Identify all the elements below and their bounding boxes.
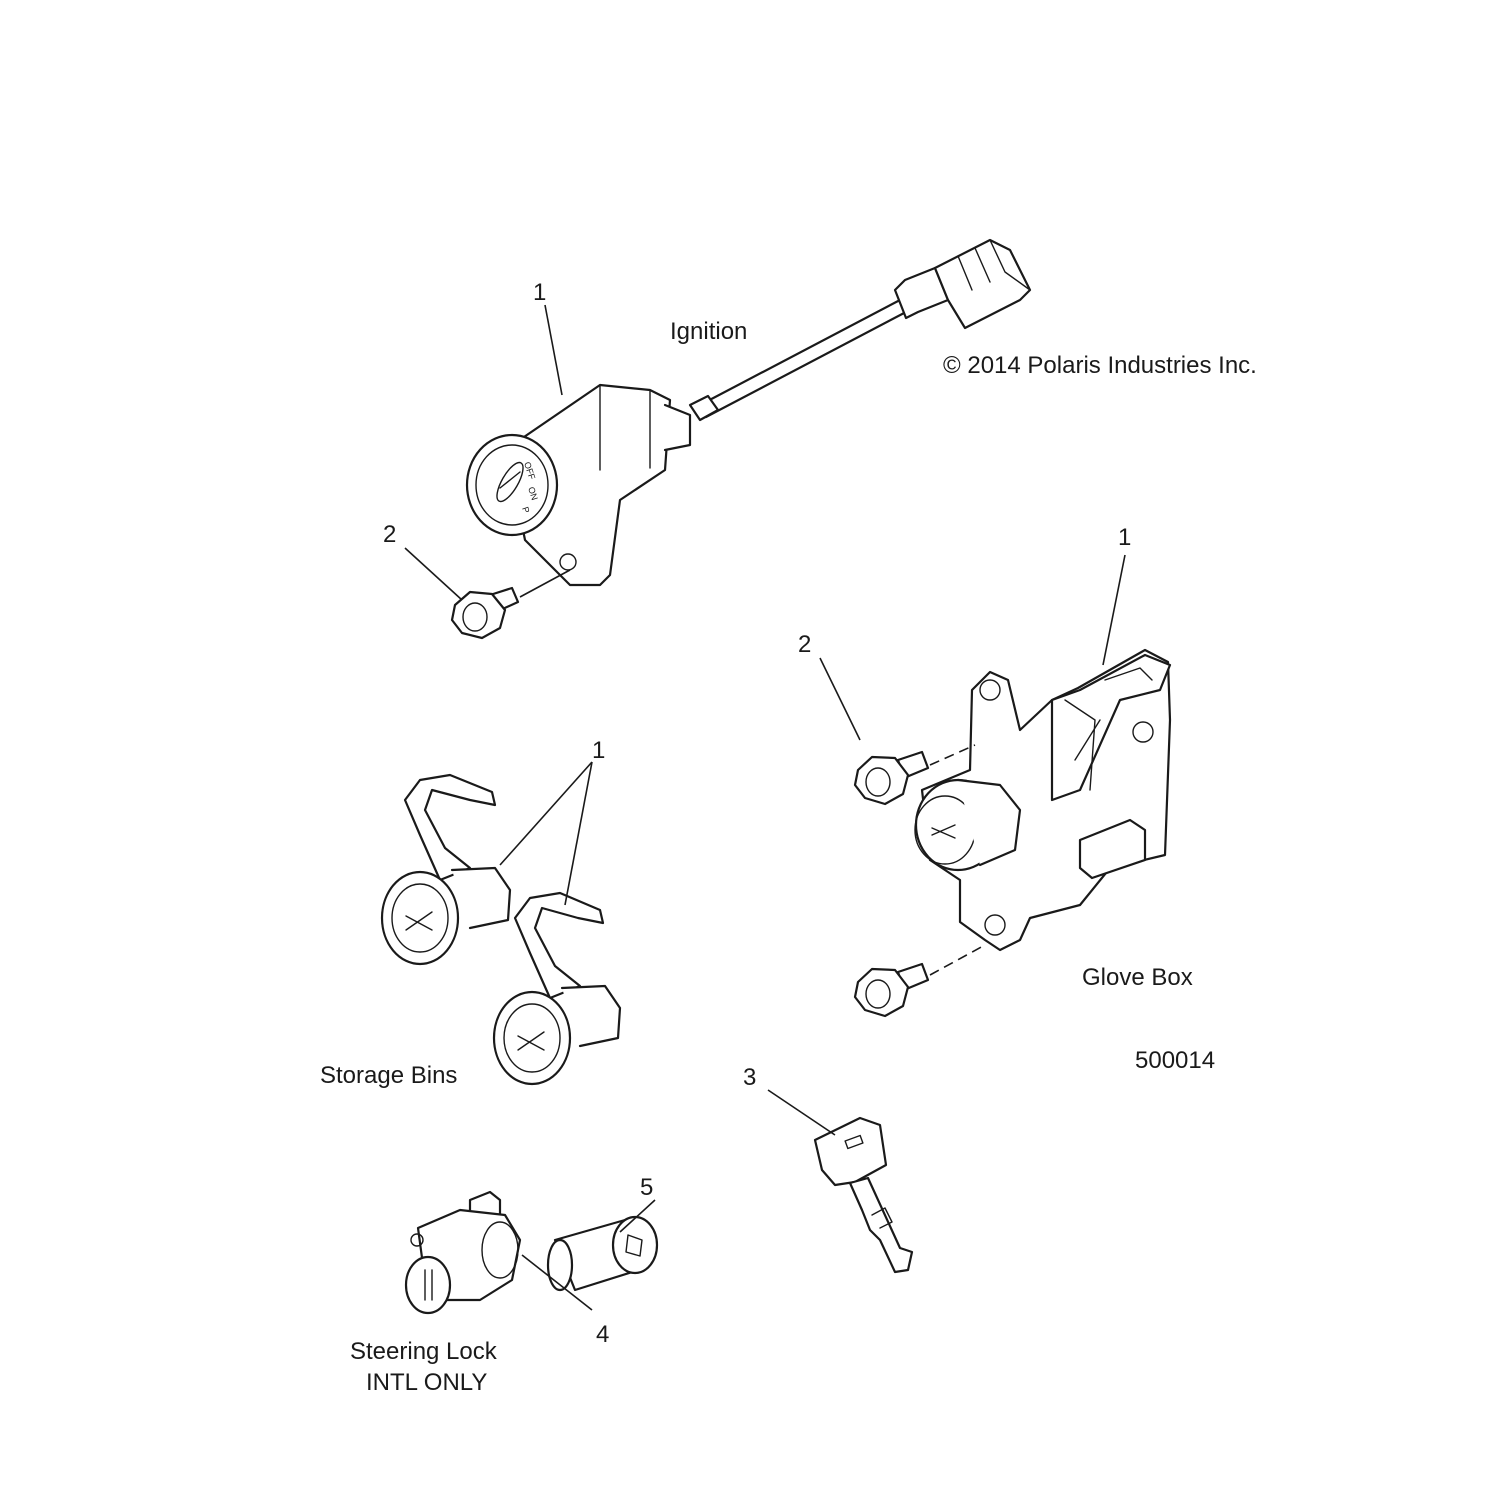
switch-mark-p: P [520,506,531,515]
ignition-switch: OFF ON P [465,383,692,587]
callout-steering-lock-5: 5 [640,1174,653,1201]
callout-glove-box-2: 2 [798,631,811,658]
storage-bin-latches [380,761,622,1086]
switch-mark-on: ON [526,486,540,502]
callout-key-3: 3 [743,1064,756,1091]
copyright-notice: © 2014 Polaris Industries Inc. [943,352,1257,379]
callout-steering-lock-4: 4 [596,1321,609,1348]
glove-box-latch-assembly [819,554,1172,1018]
caption-ignition: Ignition [670,318,747,345]
callout-storage-bins-1: 1 [592,737,605,764]
callout-glove-box-1: 1 [1118,524,1131,551]
ignition-bolt [450,586,520,640]
callout-ignition-2: 2 [383,521,396,548]
storage-bin-latch-upper [380,773,512,966]
ignition-connector [893,238,1032,330]
glove-box-bolt-upper [853,750,930,806]
caption-storage-bins: Storage Bins [320,1062,457,1089]
caption-glove-box: Glove Box [1082,964,1193,991]
glove-box-bolt-lower [853,962,930,1018]
callout-ignition-1: 1 [533,279,546,306]
figure-number: 500014 [1135,1047,1215,1074]
ignition-assembly: OFF ON P [404,238,1032,640]
storage-bin-latch-lower [492,891,622,1086]
ignition-key [767,1089,914,1274]
steering-lock-bolt [546,1215,659,1292]
caption-steering-lock: Steering Lock [350,1338,498,1365]
caption-intl-only: INTL ONLY [366,1369,487,1396]
steering-lock-assembly [404,1190,659,1315]
steering-lock [404,1190,522,1315]
